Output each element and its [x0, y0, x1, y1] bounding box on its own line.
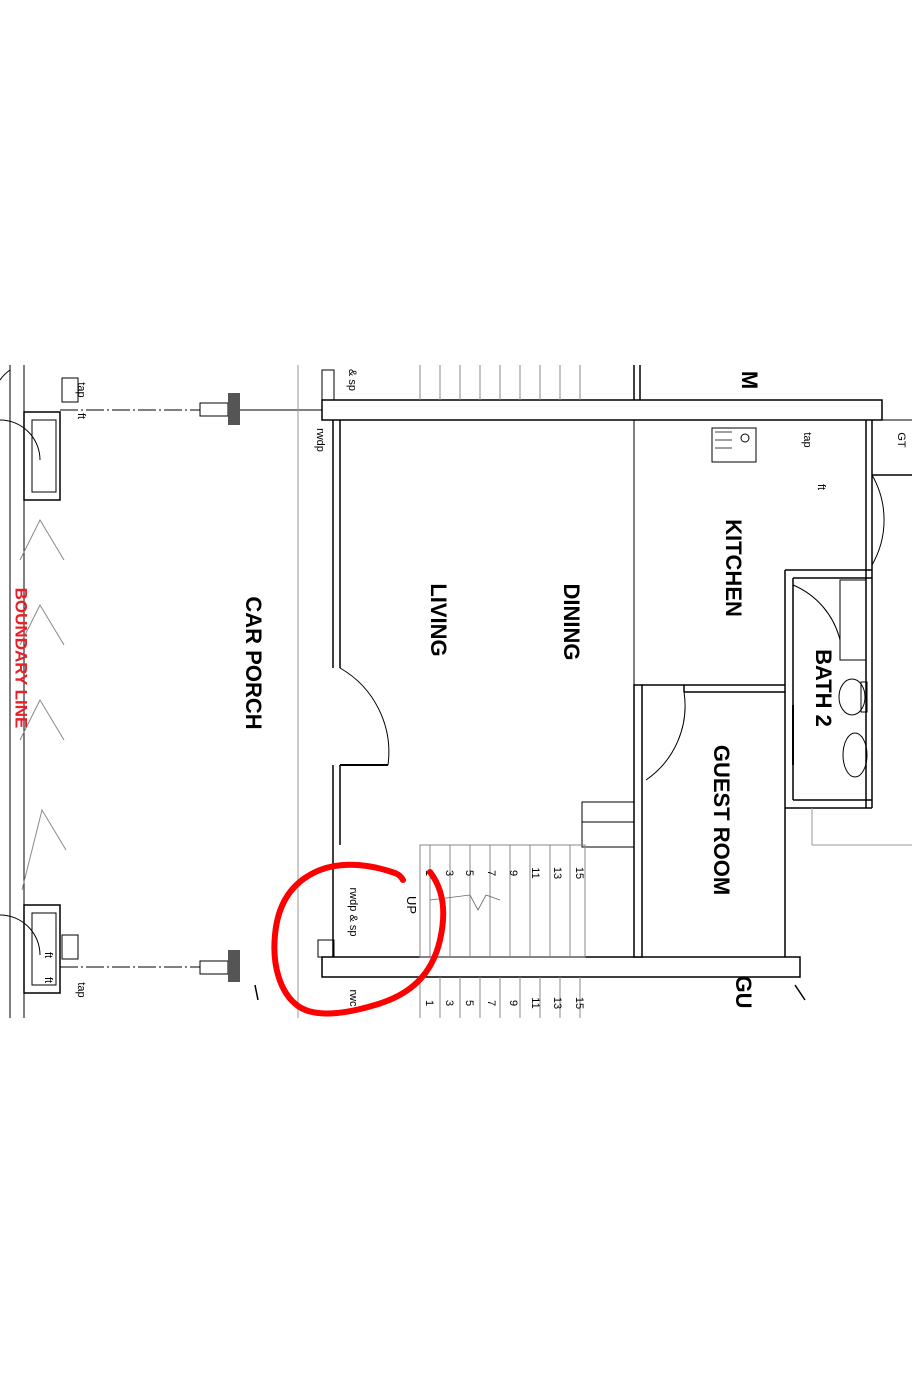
- kitchen-label: KITCHEN: [721, 519, 746, 617]
- stair-number: 9: [507, 870, 519, 876]
- stair-number: 1: [423, 1000, 435, 1006]
- stair-numbers-lower: 1 3 5 7 9 11 13 15: [423, 997, 585, 1009]
- boundary-strip: [0, 365, 79, 1018]
- arrow-mark-right: [794, 984, 806, 1001]
- dining-label: DINING: [559, 584, 584, 661]
- rwdp-label-top: rwdp: [314, 428, 326, 452]
- staircase: [419, 844, 586, 1018]
- building-walls: [317, 365, 912, 978]
- stair-number: 3: [443, 1000, 455, 1006]
- car-porch-label: CAR PORCH: [241, 596, 266, 729]
- stair-number: 13: [551, 867, 563, 879]
- bath-2-label: BATH 2: [811, 649, 836, 727]
- rwdp-sp-label: rwdp & sp: [347, 888, 359, 937]
- stair-number: 11: [529, 997, 541, 1008]
- up-label: UP: [404, 896, 419, 914]
- stair-number: 15: [573, 867, 585, 879]
- room-labels: BOUNDARY LINE CAR PORCH LIVING DINING KI…: [12, 371, 837, 1009]
- gate-rails: [60, 365, 325, 1018]
- stair-number: 15: [573, 997, 585, 1009]
- arrow-mark-left: [254, 984, 259, 1001]
- living-label: LIVING: [426, 583, 451, 656]
- tap-label-bottom-left: tap: [75, 982, 87, 997]
- stair-number: 5: [463, 870, 475, 876]
- partial-room-label-bottom: GU: [731, 976, 756, 1009]
- partial-room-label-top: M: [737, 371, 762, 389]
- annotations: GT UP tap ft tap ft tap ft ft rwdp & sp …: [42, 369, 907, 1007]
- ft-label-top-left: ft: [75, 413, 87, 419]
- guest-room-label: GUEST ROOM: [709, 745, 734, 895]
- stair-number: 13: [551, 997, 563, 1009]
- stair-number: 7: [485, 870, 497, 876]
- stair-number: 3: [443, 870, 455, 876]
- stair-number: 9: [507, 1000, 519, 1006]
- ft-label-bottom-left-2: ft: [42, 977, 54, 983]
- ft-label-bottom-left: ft: [42, 952, 54, 958]
- tap-label-kitchen: tap: [801, 432, 813, 447]
- sp-partial-label: & sp: [346, 369, 358, 391]
- stair-number: 5: [463, 1000, 475, 1006]
- stair-numbers-upper: 1 3 5 7 9 11 13 15: [423, 867, 585, 879]
- ft-label-kitchen: ft: [815, 484, 827, 490]
- upper-stair-lines: [419, 365, 581, 400]
- tap-label-top-left: tap: [75, 382, 87, 397]
- stair-number: 7: [485, 1000, 497, 1006]
- rwc-partial-label: rwc: [347, 989, 359, 1007]
- gt-label: GT: [895, 432, 907, 448]
- stair-number: 11: [529, 867, 541, 878]
- red-circle-annotation: [271, 861, 447, 1017]
- boundary-line-label: BOUNDARY LINE: [12, 588, 31, 729]
